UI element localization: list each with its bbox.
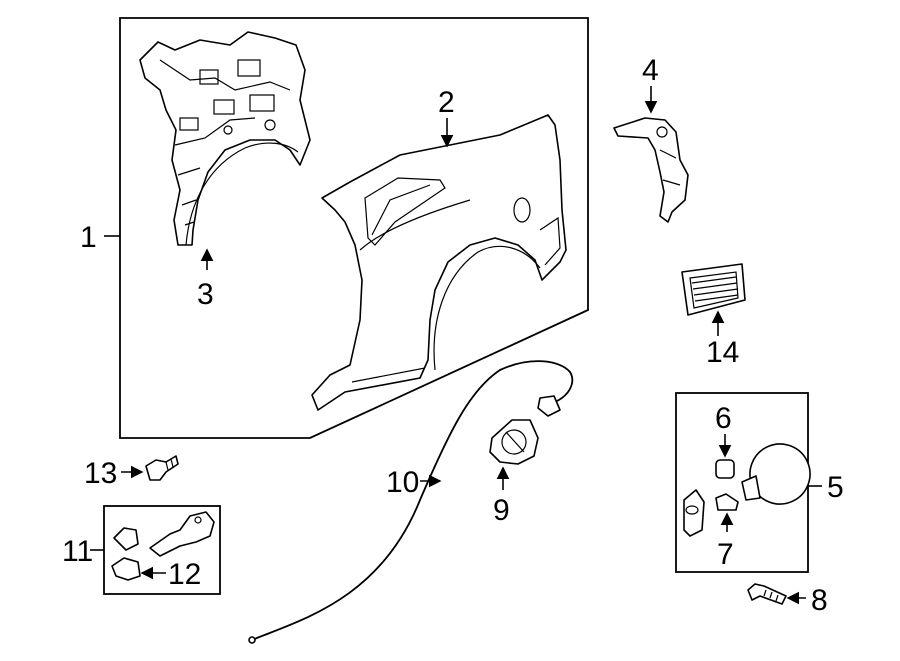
callout-4: 4 bbox=[642, 54, 659, 87]
callout-13: 13 bbox=[84, 457, 117, 490]
fuel-door-spring[interactable] bbox=[683, 489, 705, 537]
pressure-vent[interactable] bbox=[681, 263, 746, 316]
fuel-door-clip[interactable] bbox=[715, 493, 739, 511]
release-cable[interactable] bbox=[248, 360, 574, 644]
callout-6: 6 bbox=[715, 402, 732, 435]
callout-11: 11 bbox=[62, 535, 93, 568]
inner-wheelhouse-panel[interactable] bbox=[139, 31, 311, 246]
callout-14: 14 bbox=[706, 336, 739, 369]
callout-9: 9 bbox=[493, 494, 510, 527]
cable-cap-upper[interactable] bbox=[113, 527, 139, 551]
bolt-8[interactable] bbox=[747, 583, 787, 605]
callout-1: 1 bbox=[80, 221, 97, 254]
fuel-pocket-housing[interactable] bbox=[489, 419, 539, 465]
callout-10: 10 bbox=[386, 466, 419, 499]
callout-3: 3 bbox=[197, 278, 214, 311]
callout-8: 8 bbox=[811, 584, 828, 617]
fuel-door[interactable] bbox=[741, 436, 819, 513]
fuel-door-bumper[interactable] bbox=[715, 459, 735, 479]
callout-7: 7 bbox=[717, 538, 734, 571]
callout-12: 12 bbox=[168, 558, 201, 591]
group-box-quarter-panel bbox=[119, 17, 589, 439]
callout-2: 2 bbox=[438, 86, 455, 119]
rear-bracket[interactable] bbox=[613, 117, 689, 223]
bolt-13[interactable] bbox=[145, 455, 179, 481]
callout-5: 5 bbox=[827, 471, 844, 504]
cable-cap-lower[interactable] bbox=[111, 557, 141, 581]
quarter-panel[interactable] bbox=[311, 114, 567, 411]
cable-housing-part[interactable] bbox=[149, 511, 215, 557]
